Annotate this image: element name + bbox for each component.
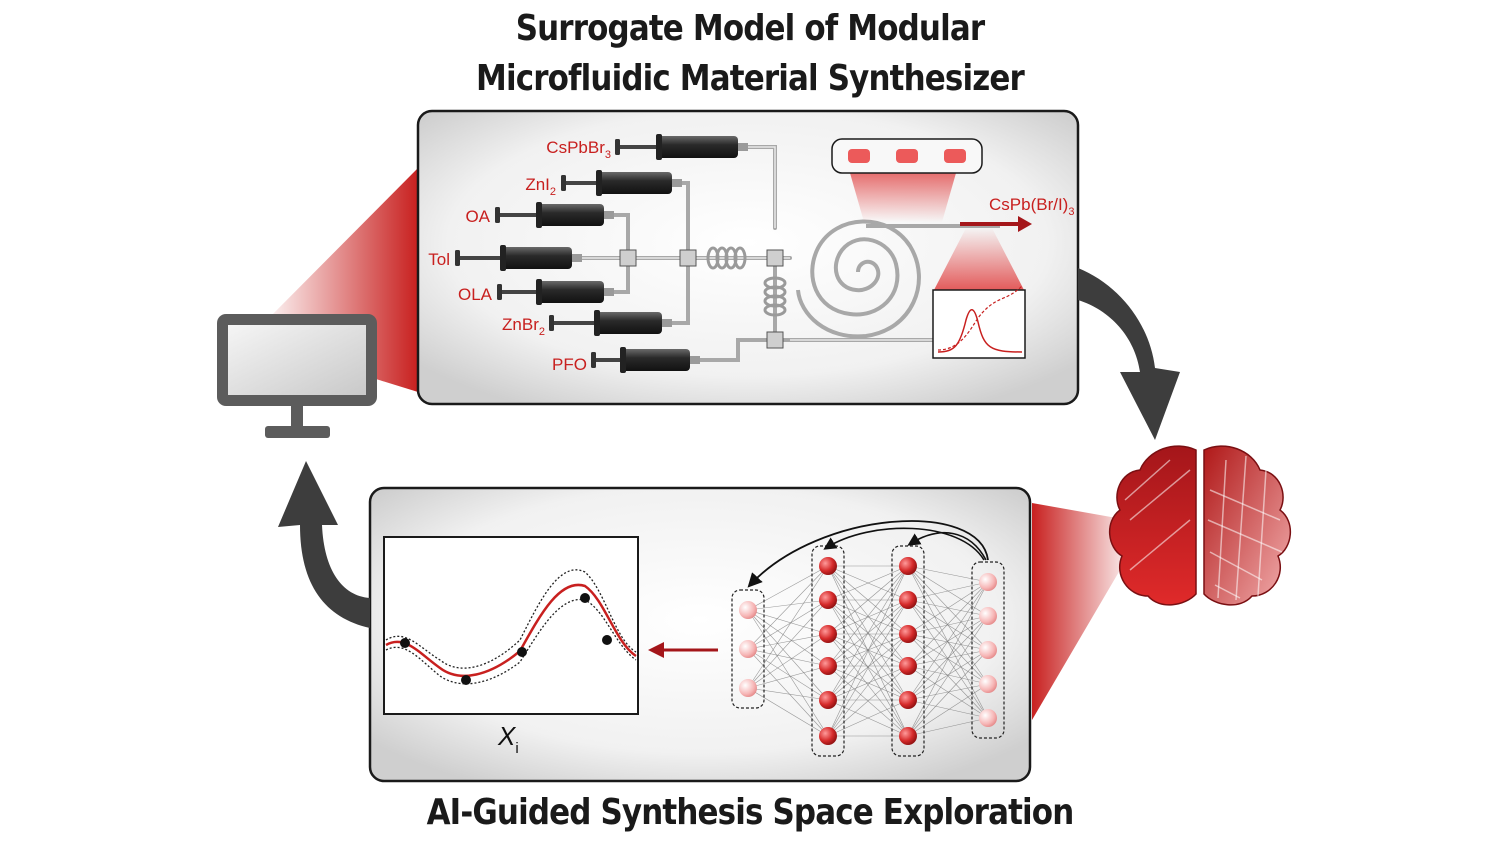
reagent-label-ola: OLA [458,285,493,304]
syringe [561,170,682,196]
network-node [979,641,997,659]
syringe [591,347,700,373]
network-node [739,679,757,697]
network-connections [747,565,989,737]
flow-arrow-down [1078,268,1180,440]
network-node [819,557,837,575]
page-title-line1: Surrogate Model of Modular [515,8,985,49]
network-node [899,727,917,745]
monitor-icon [217,314,377,438]
syringe [455,245,582,271]
brain-beam-bottom [1032,503,1130,720]
syringe [495,202,614,228]
network-node [819,727,837,745]
syringe-group [455,134,748,373]
network-node [979,709,997,727]
flow-arrow-up [278,461,370,628]
feedback-arc [823,527,985,561]
network-node [979,607,997,625]
network-node [819,591,837,609]
reagent-label-pfo: PFO [552,355,587,374]
product-arrowhead [1018,216,1032,232]
plot-point [461,675,471,685]
connectors [619,249,784,349]
plot-point [517,647,527,657]
plot-point [580,593,590,603]
network-node [819,657,837,675]
reagent-label-zni2: ZnI2 [525,175,556,198]
network-node [899,625,917,643]
page-title-line2: Microfluidic Material Synthesizer [476,58,1025,99]
network-node [739,601,757,619]
reagent-label-cspbbr3: CsPbBr3 [546,138,611,161]
reagent-label-oa: OA [465,207,490,226]
reagent-label-znbr2: ZnBr2 [502,315,545,338]
product-label: CsPb(Br/I)3 [989,195,1074,218]
network-node [819,625,837,643]
network-layer-box [731,589,765,709]
spiral-reactor [796,219,921,339]
brain-icon [1109,445,1291,606]
syringe [549,310,672,336]
plot-point [602,635,612,645]
spectrum-inset [932,228,1026,359]
network-node [979,675,997,693]
mixing-coil-vertical [763,276,787,317]
network-node [979,573,997,591]
network-node [899,557,917,575]
syringe [497,279,614,305]
mixing-coil-horizontal [706,246,747,270]
reagent-label-tol: Tol [428,250,450,269]
plot-point [400,638,410,648]
feedback-arc [907,531,987,561]
plot-upper-bound [385,569,637,669]
droplet-view [831,138,983,222]
network-node [819,691,837,709]
network-node [899,657,917,675]
prediction-arrowhead [648,642,664,658]
bottom-caption: AI-Guided Synthesis Space Exploration [426,792,1075,833]
network-layer-box [891,545,925,757]
plot-axis-label: Xi [497,721,519,757]
neural-network-icon [731,520,1005,757]
surrogate-plot: Xi [383,536,639,757]
feedback-arc [747,520,989,588]
network-node [899,691,917,709]
network-node [739,640,757,658]
syringe [615,134,748,160]
network-node [899,591,917,609]
network-layer-box [971,561,1005,739]
